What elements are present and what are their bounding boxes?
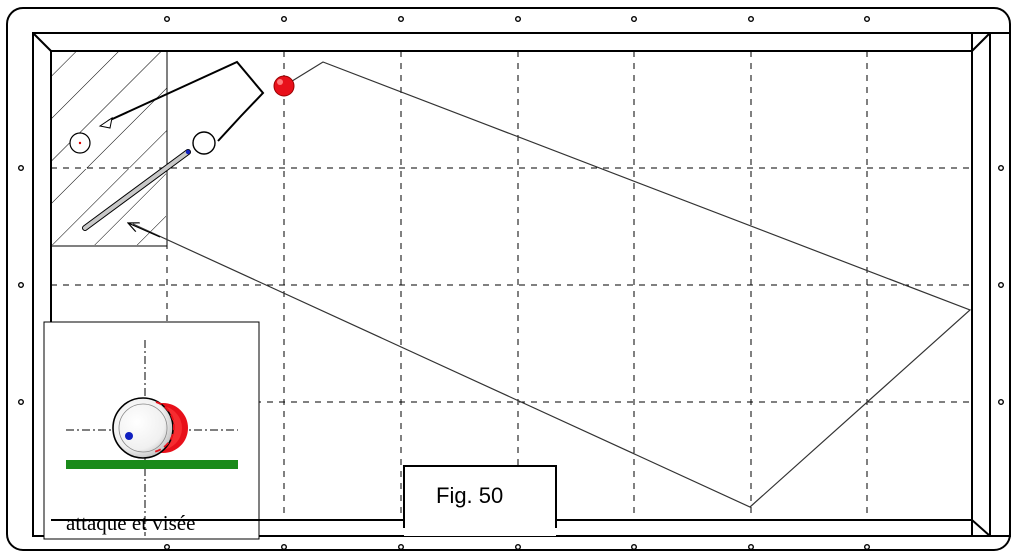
diamond-icon (998, 399, 1005, 406)
cue-ball (192, 131, 216, 155)
red-ball-highlight (277, 79, 283, 85)
trajectory-arrow-end (128, 223, 161, 238)
cushion-bar (66, 460, 238, 469)
diamond-icon (748, 544, 755, 551)
inset-caption: attaque et visée (66, 511, 195, 535)
red-ball (273, 75, 295, 97)
inset-panel: attaque et visée (43, 321, 260, 540)
diamond-icon (864, 16, 871, 23)
diamond-icon (163, 544, 170, 551)
diamond-icon (18, 282, 25, 289)
corner-bevel-tl (32, 32, 52, 52)
diamond-icon (998, 282, 1005, 289)
aim-arc (153, 401, 175, 453)
diamond-icon (18, 399, 25, 406)
hatched-zone (51, 51, 167, 168)
figure-label-box: Fig. 50 (51, 465, 972, 536)
cue-tip (185, 149, 191, 155)
cue-stick (82, 149, 191, 231)
figure-label: Fig. 50 (436, 483, 503, 508)
diamond-icon (163, 16, 170, 23)
diamond-icon (864, 544, 871, 551)
object-path-arrow (98, 116, 113, 129)
diamond-icon (998, 164, 1005, 171)
diamond-icon (281, 544, 288, 551)
object-ball-path (107, 60, 265, 142)
diamond-icon (515, 16, 522, 23)
corner-bevel-tr (971, 32, 991, 52)
target-ball-dot (78, 141, 82, 145)
diamond-icon (631, 544, 638, 551)
diamond-icon (631, 16, 638, 23)
diamond-icon (748, 16, 755, 23)
diamond-icon (515, 544, 522, 551)
diamond-icon (281, 16, 288, 23)
ball-trajectory (132, 61, 972, 508)
cue-ball-inner (118, 403, 168, 453)
diamond-icon (18, 164, 25, 171)
strike-point (125, 432, 133, 440)
diamond-markers (18, 16, 1005, 551)
hatched-zone-box (50, 50, 168, 247)
cue-ball-front (112, 397, 174, 459)
diamond-icon (398, 544, 405, 551)
corner-bevel-br (971, 519, 991, 537)
diamond-icon (398, 16, 405, 23)
dashed-grid (51, 51, 972, 520)
